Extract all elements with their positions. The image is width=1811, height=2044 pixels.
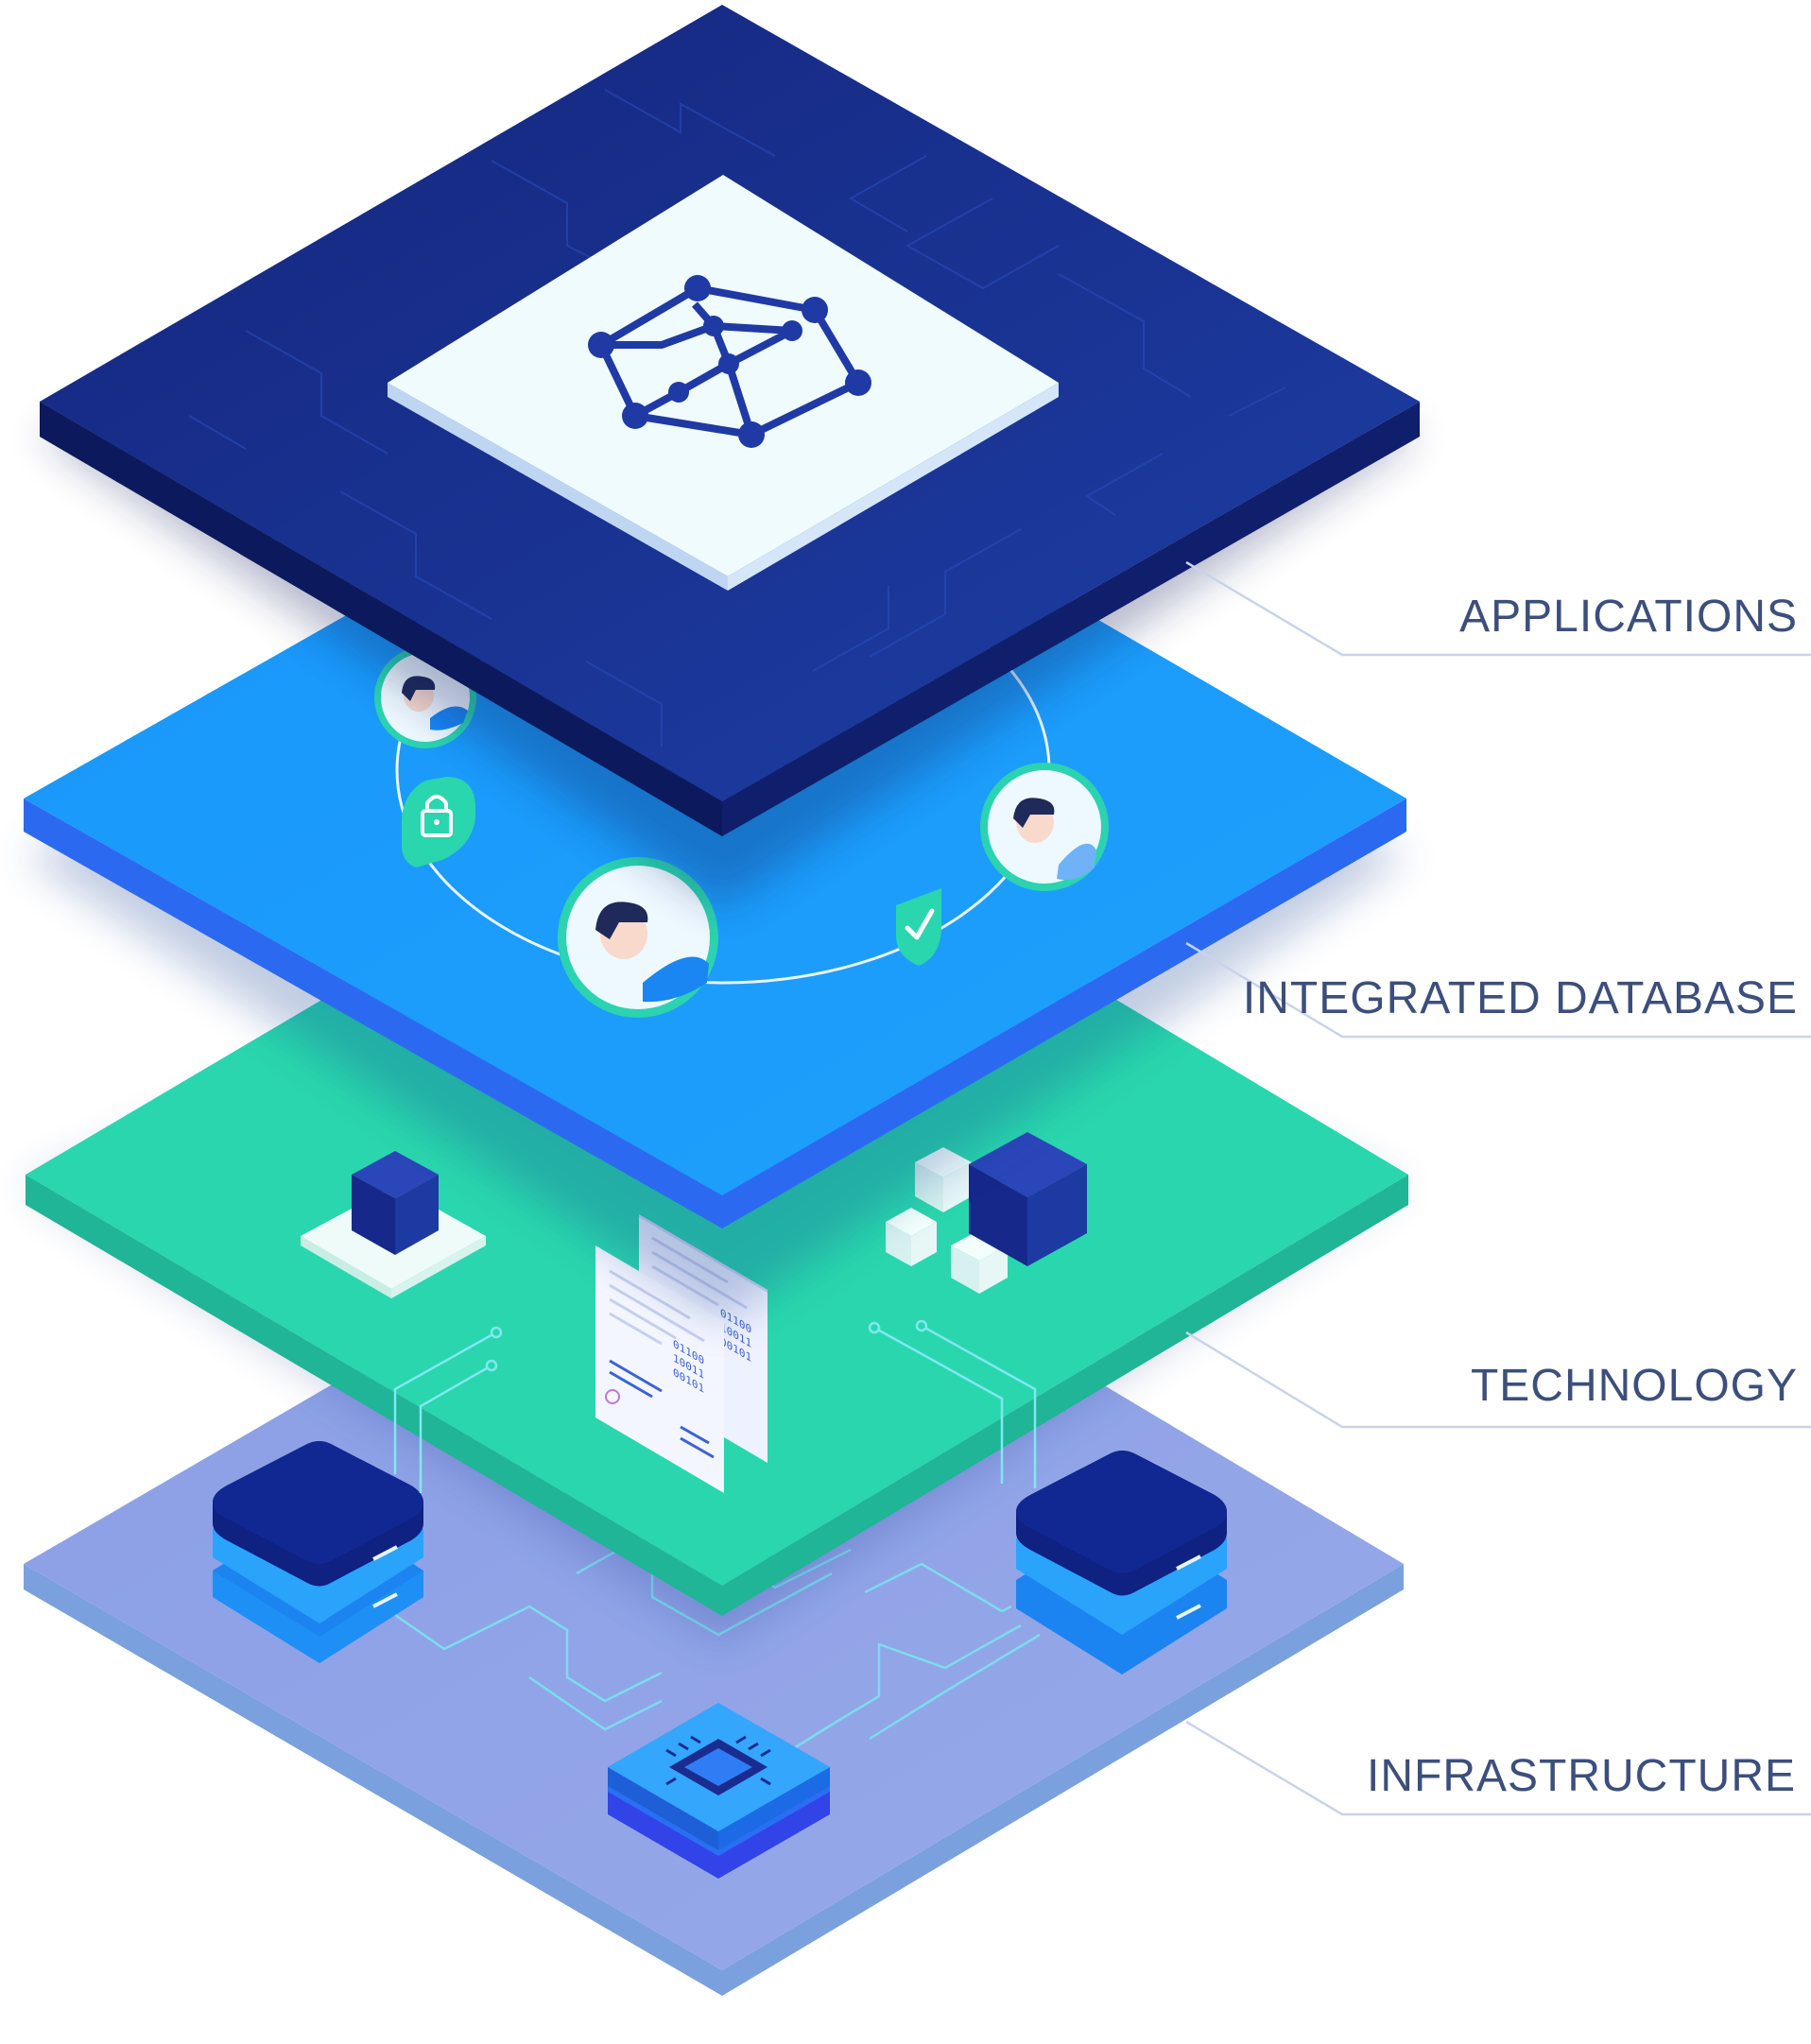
label-infrastructure-group: INFRASTRUCTURE: [1185, 1720, 1811, 1816]
leader-line: [1185, 1720, 1811, 1816]
user-avatar-icon: [980, 763, 1109, 891]
label-applications-group: APPLICATIONS: [1185, 560, 1811, 657]
padlock-icon: [402, 777, 475, 867]
document-icon: 01100 10011 00101: [595, 1245, 724, 1493]
cube-icon: [886, 1132, 1087, 1294]
leader-line: [1185, 560, 1811, 657]
layer-label: INFRASTRUCTURE: [1367, 1751, 1796, 1801]
layer-label: INTEGRATED DATABASE: [1243, 973, 1798, 1023]
layer-label: APPLICATIONS: [1459, 592, 1798, 642]
server-icon: [213, 1441, 423, 1663]
shield-check-icon: [896, 888, 941, 966]
label-integrated-database-group: INTEGRATED DATABASE: [1185, 941, 1811, 1039]
network-panel: [388, 175, 1059, 591]
connector-lines: [393, 1319, 1037, 1493]
network-cube-icon: [588, 275, 871, 448]
label-technology-group: TECHNOLOGY: [1185, 1331, 1811, 1429]
layer-label: TECHNOLOGY: [1471, 1361, 1798, 1411]
server-icon: [1016, 1451, 1227, 1675]
leader-line: [1185, 1331, 1811, 1429]
cpu-chip-icon: [608, 1703, 830, 1879]
applications-layer: [40, 5, 1420, 907]
cube-icon: [301, 1151, 486, 1298]
user-avatar-icon: [558, 857, 718, 1018]
leader-line: [1185, 941, 1811, 1039]
